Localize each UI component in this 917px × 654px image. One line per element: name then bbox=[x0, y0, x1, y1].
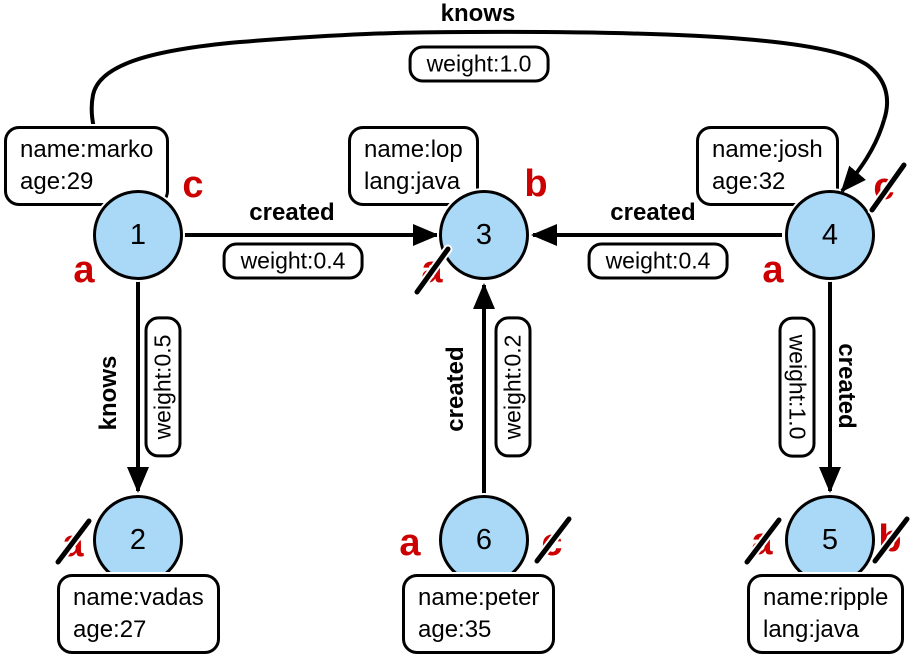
step-label-a-vertex-3-crossed: a bbox=[421, 249, 443, 291]
edge-label-created-4-3: created bbox=[610, 199, 696, 226]
vertex-4-id: 4 bbox=[821, 218, 839, 251]
property-line: name:vadas bbox=[73, 584, 204, 611]
vertex-5: 5 bbox=[785, 495, 875, 585]
property-line: name:lop bbox=[364, 136, 463, 163]
edge-label-created-1-3: created bbox=[249, 199, 335, 226]
node-6-properties: name:peter age:35 bbox=[402, 574, 556, 654]
property-line: name:josh bbox=[712, 136, 823, 163]
vertex-5-id: 5 bbox=[821, 523, 839, 556]
step-label-a-vertex-6: a bbox=[399, 522, 421, 564]
property-line: name:marko bbox=[20, 136, 154, 163]
vertex-6-id: 6 bbox=[475, 523, 493, 556]
property-line: age:32 bbox=[712, 168, 786, 195]
step-label-a-vertex-1: a bbox=[73, 249, 95, 291]
step-label-c-vertex-4-crossed: c bbox=[873, 166, 895, 208]
weight-label-1-3: weight:0.4 bbox=[222, 242, 364, 280]
edge-label-knows-1-2: knows bbox=[95, 355, 122, 431]
vertex-3: 3 bbox=[439, 190, 529, 280]
step-label-b-vertex-3: b bbox=[524, 163, 548, 205]
step-label-a-vertex-2-crossed: a bbox=[62, 523, 84, 565]
step-label-b-vertex-5-crossed: b bbox=[878, 518, 902, 560]
node-5-properties: name:ripple lang:java bbox=[747, 574, 905, 654]
property-line: age:35 bbox=[418, 616, 492, 643]
step-label-a-vertex-5-crossed: a bbox=[751, 521, 773, 563]
step-label-c-vertex-6-crossed: c bbox=[541, 522, 563, 564]
weight-label-4-5: weight:1.0 bbox=[778, 316, 816, 458]
property-line: lang:java bbox=[763, 616, 860, 643]
step-label-a-vertex-4: a bbox=[762, 249, 784, 291]
step-label-c-vertex-1: c bbox=[182, 164, 204, 206]
node-3-properties: name:lop lang:java bbox=[348, 126, 479, 206]
weight-label-1-4: weight:1.0 bbox=[408, 45, 550, 83]
node-2-properties: name:vadas age:27 bbox=[57, 574, 220, 654]
property-line: age:29 bbox=[20, 168, 94, 195]
vertex-1-id: 1 bbox=[129, 218, 147, 251]
property-line: name:ripple bbox=[763, 584, 889, 611]
weight-label-6-3: weight:0.2 bbox=[494, 316, 532, 458]
vertex-2: 2 bbox=[93, 495, 183, 585]
weight-label-4-3: weight:0.4 bbox=[587, 242, 729, 280]
property-line: name:peter bbox=[418, 584, 540, 611]
edge-label-knows-1-4: knows bbox=[440, 0, 516, 27]
vertex-6: 6 bbox=[439, 495, 529, 585]
property-line: lang:java bbox=[364, 168, 461, 195]
edge-label-created-6-3: created bbox=[442, 346, 469, 432]
vertex-1: 1 bbox=[93, 190, 183, 280]
vertex-4: 4 bbox=[785, 190, 875, 280]
vertex-2-id: 2 bbox=[129, 523, 147, 556]
property-line: age:27 bbox=[73, 616, 147, 643]
vertex-3-id: 3 bbox=[475, 218, 493, 251]
weight-label-1-2: weight:0.5 bbox=[144, 316, 182, 458]
edge-label-created-4-5: created bbox=[833, 343, 860, 429]
